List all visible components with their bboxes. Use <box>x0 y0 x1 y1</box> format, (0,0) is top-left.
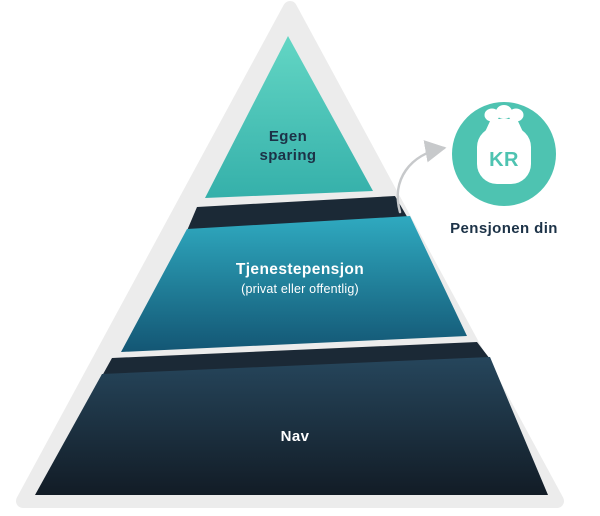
curved-arrow-icon <box>396 140 447 214</box>
egen-sparing-shape <box>205 36 373 198</box>
egen-sparing-label-line-1: Egen <box>269 128 307 145</box>
pensjonen-din-label: Pensjonen din <box>450 220 558 237</box>
egen-sparing-layer: Egen sparing <box>205 36 373 198</box>
money-bag-icon: KR <box>477 105 531 184</box>
money-bag-knot-right <box>508 108 524 122</box>
kr-label: KR <box>489 149 519 171</box>
layer-separator-2 <box>102 342 490 376</box>
nav-layer: Nav <box>35 357 548 495</box>
money-bag-knot-left <box>484 108 500 122</box>
tjenestepensjon-layer: Tjenestepensjon (privat eller offentlig) <box>121 216 467 352</box>
money-bag-body <box>477 127 531 184</box>
layer-separator-1 <box>186 196 409 233</box>
nav-shape <box>35 357 548 495</box>
tjenestepensjon-subtitle: (privat eller offentlig) <box>241 282 359 296</box>
tjenestepensjon-title: Tjenestepensjon <box>236 261 364 278</box>
egen-sparing-label-line-2: sparing <box>260 147 317 164</box>
nav-label: Nav <box>281 428 310 445</box>
money-bag-knot-center <box>496 105 512 119</box>
pension-badge: KR Pensjonen din <box>450 102 558 237</box>
tjenestepensjon-shape <box>121 216 467 352</box>
